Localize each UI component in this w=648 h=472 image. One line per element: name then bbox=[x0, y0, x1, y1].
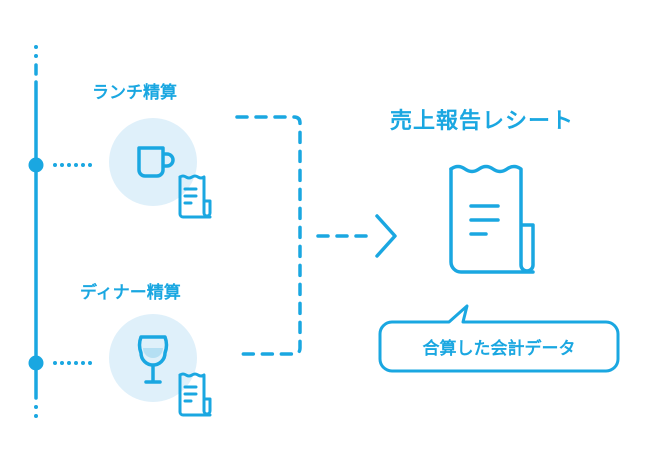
dotted-connectors bbox=[53, 163, 92, 365]
arrow-head-icon bbox=[375, 214, 397, 258]
lunch-source bbox=[109, 118, 212, 219]
dinner-settlement-label: ディナー精算 bbox=[80, 283, 181, 303]
dinner-source bbox=[109, 314, 212, 417]
bubble-text: 合算した会計データ bbox=[422, 338, 576, 359]
wine-glass-icon bbox=[137, 335, 169, 384]
sales-report-title: 売上報告レシート bbox=[390, 109, 575, 134]
receipt-icon bbox=[449, 164, 535, 274]
coffee-mug-icon bbox=[137, 146, 175, 178]
merge-bracket bbox=[235, 115, 368, 356]
receipt-small-icon bbox=[178, 174, 212, 219]
timeline bbox=[28, 45, 44, 418]
receipt-small-icon bbox=[178, 372, 212, 417]
lunch-icon-circle bbox=[109, 118, 197, 206]
timeline-node-dinner bbox=[28, 355, 44, 371]
timeline-node-lunch bbox=[28, 157, 44, 173]
speech-bubble bbox=[378, 304, 620, 373]
lunch-settlement-label: ランチ精算 bbox=[92, 83, 177, 103]
